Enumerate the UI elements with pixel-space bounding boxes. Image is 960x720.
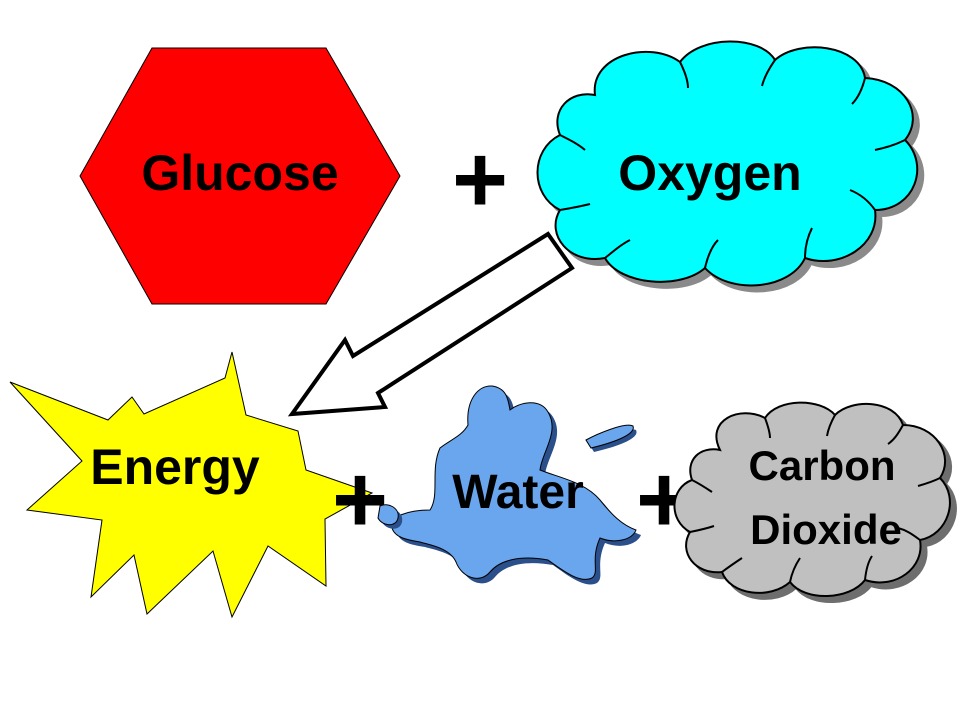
- energy-starburst: [9, 351, 374, 619]
- carbon-dioxide-label-line1: Carbon: [749, 442, 896, 489]
- carbon-dioxide-node: Carbon Dioxide: [673, 401, 957, 603]
- glucose-node: Glucose: [79, 47, 401, 305]
- water-label: Water: [452, 466, 584, 519]
- glucose-hexagon: [79, 47, 401, 305]
- water-droplets: [377, 424, 637, 529]
- plus-sign-2: +: [332, 446, 388, 553]
- oxygen-cloud: [536, 40, 919, 287]
- oxygen-cloud-creases: [559, 59, 906, 269]
- glucose-label: Glucose: [141, 145, 338, 201]
- oxygen-node: Oxygen: [536, 40, 925, 293]
- carbon-dioxide-cloud: [673, 401, 951, 597]
- energy-node: Energy: [9, 351, 374, 619]
- oxygen-label: Oxygen: [618, 145, 801, 201]
- carbon-dioxide-cloud-creases: [689, 414, 941, 583]
- water-node: Water: [377, 385, 641, 585]
- plus-sign-1: +: [452, 126, 508, 233]
- reaction-arrow: [287, 231, 575, 417]
- energy-label: Energy: [90, 439, 260, 495]
- carbon-dioxide-label-line2: Dioxide: [750, 506, 902, 553]
